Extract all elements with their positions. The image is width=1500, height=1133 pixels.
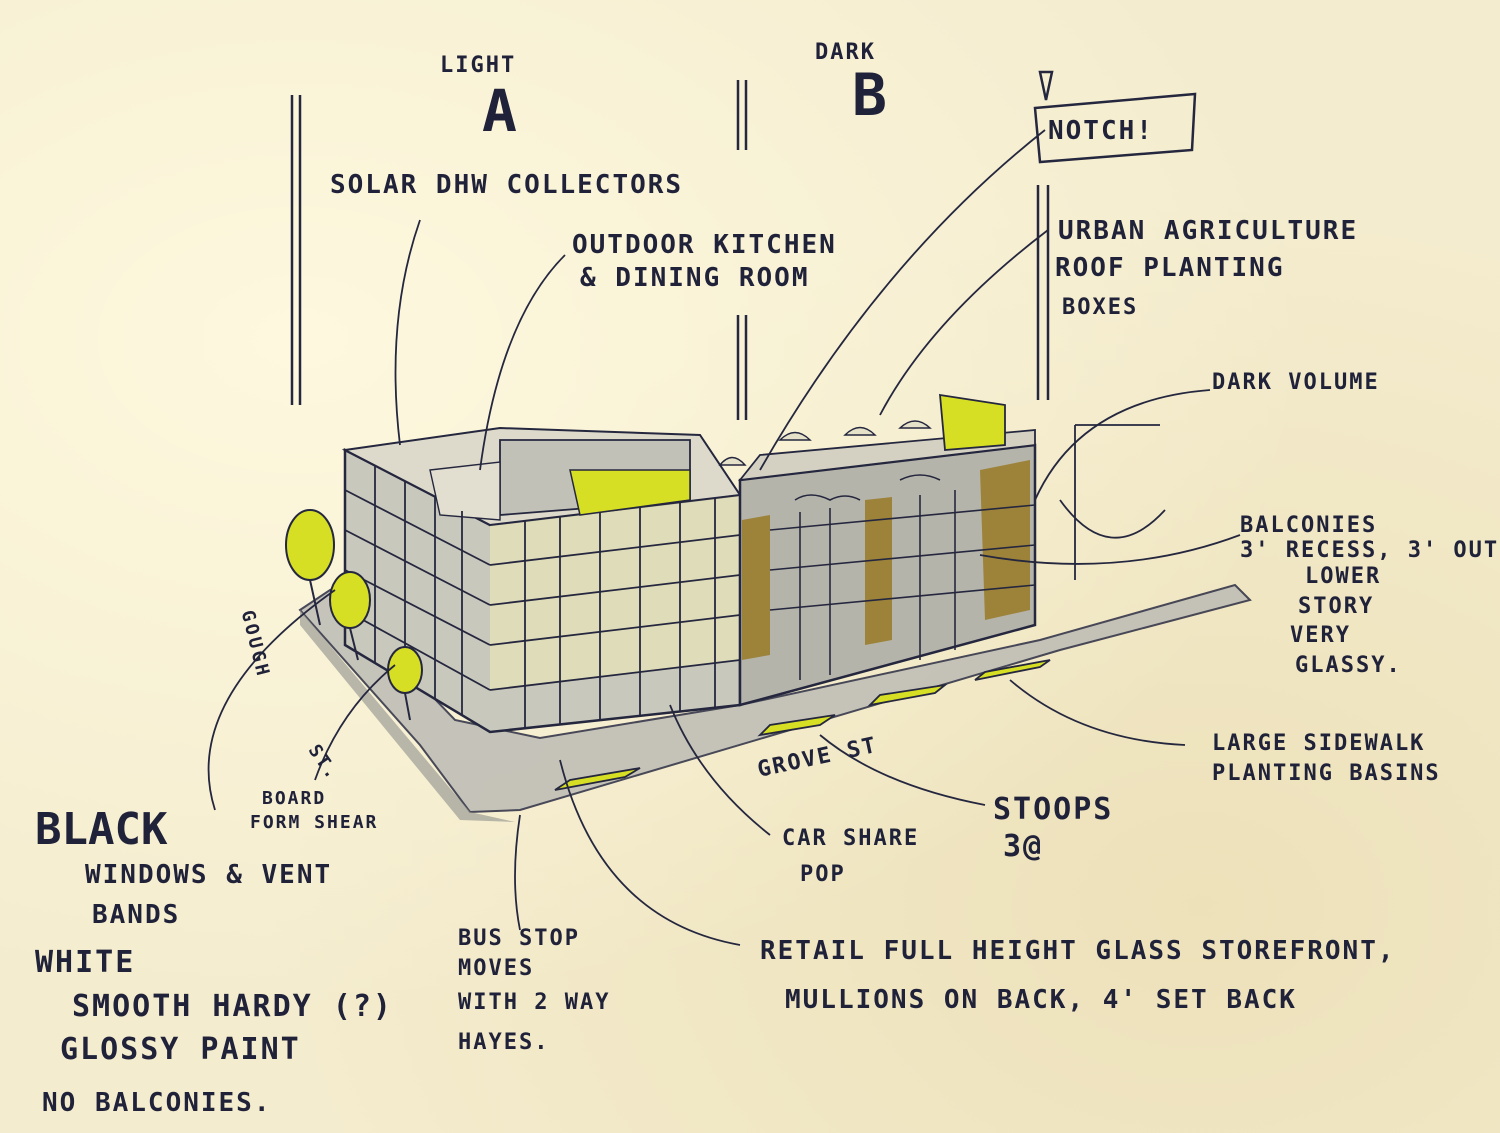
balconies-label-line1: BALCONIES	[1240, 515, 1377, 537]
board-form-label-line2: FORM SHEAR	[250, 814, 378, 832]
bus-stop-label-line2: MOVES	[458, 958, 534, 980]
car-share-label-line1: CAR SHARE	[782, 828, 919, 850]
lower-story-label-line1: LOWER	[1305, 566, 1381, 588]
lower-story-label-line2: STORY	[1298, 596, 1374, 618]
car-share-label-line2: POP	[800, 864, 846, 886]
legend-white-line1: SMOOTH HARDY (?)	[72, 992, 393, 1022]
section-a-label: LIGHT	[440, 55, 516, 77]
retail-storefront-label-line2: MULLIONS ON BACK, 4' SET BACK	[785, 987, 1297, 1013]
legend-white-line3: NO BALCONIES.	[42, 1090, 272, 1116]
stoops-label-line1: STOOPS	[993, 795, 1113, 825]
legend-white-line2: GLOSSY PAINT	[60, 1035, 301, 1065]
stoops-label-line2: 3@	[1003, 832, 1043, 862]
lower-story-label-line3: VERY	[1290, 625, 1351, 647]
planting-basins-label-line2: PLANTING BASINS	[1212, 763, 1441, 785]
bus-stop-label-line4: HAYES.	[458, 1032, 549, 1054]
outdoor-kitchen-label-line2: & DINING ROOM	[580, 265, 810, 291]
bus-stop-label-line1: BUS STOP	[458, 928, 580, 950]
retail-storefront-label-line1: RETAIL FULL HEIGHT GLASS STOREFRONT,	[760, 938, 1396, 964]
legend-black-line1: WINDOWS & VENT	[85, 862, 332, 888]
dark-volume-label: DARK VOLUME	[1212, 372, 1380, 394]
board-form-label-line1: BOARD	[262, 790, 326, 808]
urban-agriculture-label-line3: BOXES	[1062, 297, 1138, 319]
urban-agriculture-label-line1: URBAN AGRICULTURE	[1058, 218, 1358, 244]
notch-label: NOTCH!	[1048, 118, 1154, 144]
legend-black-title: BLACK	[35, 808, 167, 852]
solar-collectors-label: SOLAR DHW COLLECTORS	[330, 172, 683, 198]
bus-stop-label-line3: WITH 2 WAY	[458, 992, 610, 1014]
legend-black-line2: BANDS	[92, 902, 180, 928]
urban-agriculture-label-line2: ROOF PLANTING	[1055, 255, 1285, 281]
planting-basins-label-line1: LARGE SIDEWALK	[1212, 733, 1425, 755]
legend-white-title: WHITE	[35, 948, 135, 978]
section-a-letter: A	[482, 82, 517, 140]
lower-story-label-line4: GLASSY.	[1295, 655, 1402, 677]
balconies-label-line2: 3' RECESS, 3' OUT.	[1240, 540, 1500, 562]
section-b-letter: B	[852, 66, 887, 124]
outdoor-kitchen-label-line1: OUTDOOR KITCHEN	[572, 232, 837, 258]
